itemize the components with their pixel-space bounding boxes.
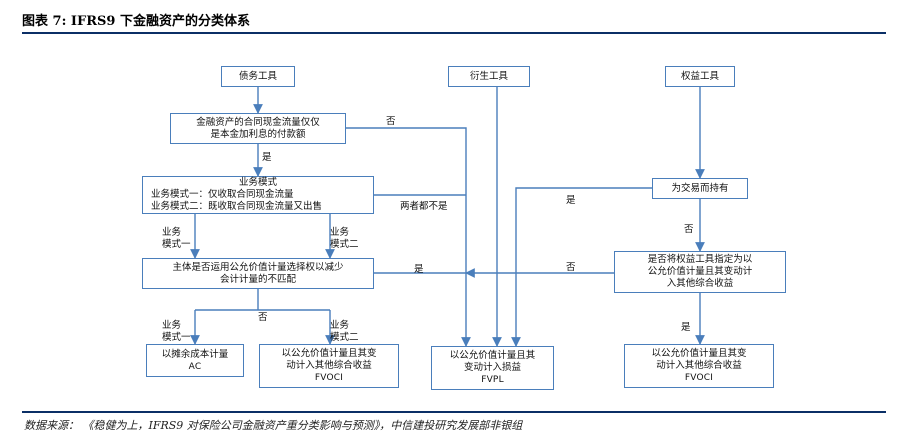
node-equity-instrument: 权益工具: [665, 66, 735, 87]
label-model-2-line-2: 模式二: [330, 239, 359, 250]
figure-title: 图表 7: IFRS9 下金融资产的分类体系: [22, 14, 250, 29]
node-fvoci-debt-line-1: 以公允价值计量且其变: [281, 348, 377, 359]
label-neither: 两者都不是: [400, 201, 448, 212]
label-sppi-no: 否: [386, 116, 396, 127]
label-model-2-line-1: 业务: [330, 227, 350, 238]
label-model-2: 业务 模式二: [330, 227, 359, 251]
node-fvpl-line-2: 变动计入损益: [463, 362, 521, 373]
node-fvo-election: 主体是否运用公允价值计量选择权以减少 会计计量的不匹配: [142, 258, 374, 289]
label-model-1-b-line-2: 模式一: [162, 332, 191, 343]
node-equity-label: 权益工具: [680, 70, 719, 82]
label-trading-yes: 是: [566, 195, 576, 206]
node-sppi-test: 金融资产的合同现金流量仅仅 是本金加利息的付款额: [170, 113, 346, 144]
label-designate-yes: 是: [681, 322, 691, 333]
node-fvoci-equity-line-1: 以公允价值计量且其变: [651, 348, 747, 359]
node-model-heading: 业务模式: [238, 177, 277, 188]
node-fvpl-code: FVPL: [481, 375, 504, 385]
label-model-1-line-2: 模式一: [162, 239, 191, 250]
node-ac-label: 以摊余成本计量: [161, 348, 229, 360]
node-designate-fvoci: 是否将权益工具指定为以 公允价值计量且其变动计 入其他综合收益: [614, 251, 786, 293]
label-trading-no: 否: [684, 224, 694, 235]
node-derivative-instrument: 衍生工具: [448, 66, 530, 87]
node-held-for-trading: 为交易而持有: [652, 178, 748, 199]
node-debt-label: 债务工具: [238, 70, 277, 82]
node-business-model: 业务模式 业务模式一：仅收取合同现金流量 业务模式二：既收取合同现金流量又出售: [142, 176, 374, 214]
label-designate-no: 否: [566, 262, 576, 273]
node-fvo-line-1: 主体是否运用公允价值计量选择权以减少: [172, 261, 344, 273]
label-model-1-b: 业务 模式一: [162, 320, 191, 344]
label-model-2-b-line-2: 模式二: [330, 332, 359, 343]
node-debt-instrument: 债务工具: [221, 66, 295, 87]
node-ac-code: AC: [188, 361, 202, 372]
figure-source: 数据来源： 《稳健为上，IFRS9 对保险公司金融资产重分类影响与预测》，中信建…: [24, 419, 523, 432]
label-fvo-yes: 是: [414, 264, 424, 275]
node-fvoci-equity-code: FVOCI: [684, 373, 714, 383]
label-model-1-b-line-1: 业务: [162, 320, 182, 331]
bottom-rule: [22, 411, 886, 413]
node-amortised-cost: 以摊余成本计量 AC: [146, 344, 244, 377]
node-trading-label: 为交易而持有: [671, 182, 729, 194]
node-designate-line-2: 公允价值计量且其变动计: [647, 266, 753, 277]
node-designate-line-1: 是否将权益工具指定为以: [647, 254, 753, 265]
node-fvoci-debt: 以公允价值计量且其变 动计入其他综合收益 FVOCI: [259, 344, 399, 388]
node-sppi-line-2: 是本金加利息的付款额: [210, 128, 306, 140]
label-model-1: 业务 模式一: [162, 227, 191, 251]
label-model-1-line-1: 业务: [162, 227, 182, 238]
node-sppi-line-1: 金融资产的合同现金流量仅仅: [196, 116, 320, 128]
node-model-line-2: 业务模式二：既收取合同现金流量又出售: [151, 201, 323, 212]
node-fvoci-equity-line-2: 动计入其他综合收益: [656, 360, 742, 371]
node-fvpl-line-1: 以公允价值计量且其: [449, 350, 536, 361]
node-fvoci-debt-line-2: 动计入其他综合收益: [286, 360, 372, 371]
node-model-line-1: 业务模式一：仅收取合同现金流量: [151, 189, 294, 200]
edge-sppi-fvpl: [346, 127, 471, 347]
label-fvo-no: 否: [258, 312, 268, 323]
node-fvoci-debt-code: FVOCI: [314, 373, 344, 383]
node-fvo-line-2: 会计计量的不匹配: [219, 273, 296, 285]
label-model-2-b: 业务 模式二: [330, 320, 359, 344]
label-sppi-yes: 是: [262, 152, 272, 163]
node-designate-line-3: 入其他综合收益: [666, 278, 734, 289]
label-model-2-b-line-1: 业务: [330, 320, 350, 331]
node-fvoci-equity: 以公允价值计量且其变 动计入其他综合收益 FVOCI: [624, 344, 774, 388]
node-derivative-label: 衍生工具: [469, 70, 508, 82]
edge-trading-fvpl: [511, 187, 652, 347]
node-fvpl: 以公允价值计量且其 变动计入损益 FVPL: [431, 346, 554, 390]
top-rule: [22, 32, 886, 34]
